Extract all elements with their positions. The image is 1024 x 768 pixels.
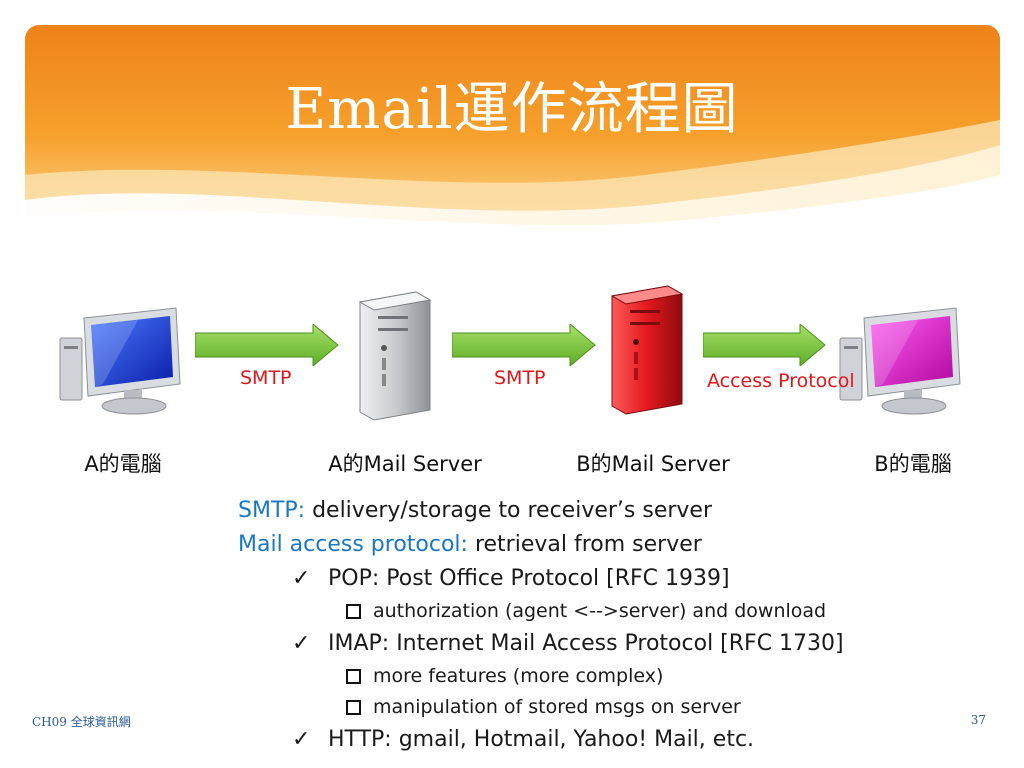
arrow-b-server-to-b-computer (702, 322, 827, 370)
sub-item-text: more features (more complex) (373, 665, 664, 687)
smtp-desc: delivery/storage to receiver’s server (305, 498, 713, 523)
title-banner (25, 25, 1000, 225)
computer-magenta-monitor-icon (838, 306, 968, 416)
computer-blue-monitor-icon (58, 306, 188, 416)
square-bullet-icon (346, 700, 361, 715)
node-label-a-server: A的Mail Server (328, 452, 482, 476)
sub-item-imap-features: more features (more complex) (238, 661, 938, 692)
mail-access-line: Mail access protocol: retrieval from ser… (238, 528, 938, 562)
node-label-b-server: B的Mail Server (576, 452, 730, 476)
node-label-a-computer: A的電腦 (84, 452, 162, 476)
arrow-a-computer-to-a-server (194, 322, 340, 370)
mail-access-term: Mail access protocol: (238, 532, 468, 557)
sub-item-imap-manipulation: manipulation of stored msgs on server (238, 692, 938, 723)
protocol-label-access: Access Protocol (707, 370, 855, 392)
arrow-a-server-to-b-server (451, 322, 597, 370)
footer-chapter: CH09 全球資訊網 (32, 715, 131, 729)
sub-item-pop-auth: authorization (agent <-->server) and dow… (238, 596, 938, 627)
square-bullet-icon (346, 669, 361, 684)
mail-access-desc: retrieval from server (467, 532, 702, 557)
list-item-text: IMAP: Internet Mail Access Protocol [RFC… (328, 631, 844, 656)
body-text: SMTP: delivery/storage to receiver’s ser… (238, 494, 938, 757)
silver-server-tower-icon (354, 288, 434, 424)
list-item-text: HTTP: gmail, Hotmail, Yahoo! Mail, etc. (328, 727, 755, 752)
page-number: 37 (970, 713, 986, 727)
square-bullet-icon (346, 604, 361, 619)
sub-item-text: authorization (agent <-->server) and dow… (373, 600, 827, 622)
checkmark-icon: ✓ (292, 631, 311, 656)
smtp-term: SMTP: (238, 498, 306, 523)
sub-item-text: manipulation of stored msgs on server (373, 696, 741, 718)
list-item-imap: ✓ IMAP: Internet Mail Access Protocol [R… (238, 627, 938, 661)
checkmark-icon: ✓ (292, 566, 311, 591)
node-label-b-computer: B的電腦 (874, 452, 952, 476)
protocol-label-smtp-1: SMTP (240, 367, 292, 389)
protocol-label-smtp-2: SMTP (494, 367, 546, 389)
list-item-text: POP: Post Office Protocol [RFC 1939] (328, 566, 730, 591)
page-title: Email運作流程圖 (285, 77, 739, 142)
smtp-line: SMTP: delivery/storage to receiver’s ser… (238, 494, 938, 528)
red-server-tower-icon (606, 282, 686, 418)
list-item-http: ✓ HTTP: gmail, Hotmail, Yahoo! Mail, etc… (238, 723, 938, 757)
list-item-pop: ✓ POP: Post Office Protocol [RFC 1939] (238, 562, 938, 596)
checkmark-icon: ✓ (292, 727, 311, 752)
